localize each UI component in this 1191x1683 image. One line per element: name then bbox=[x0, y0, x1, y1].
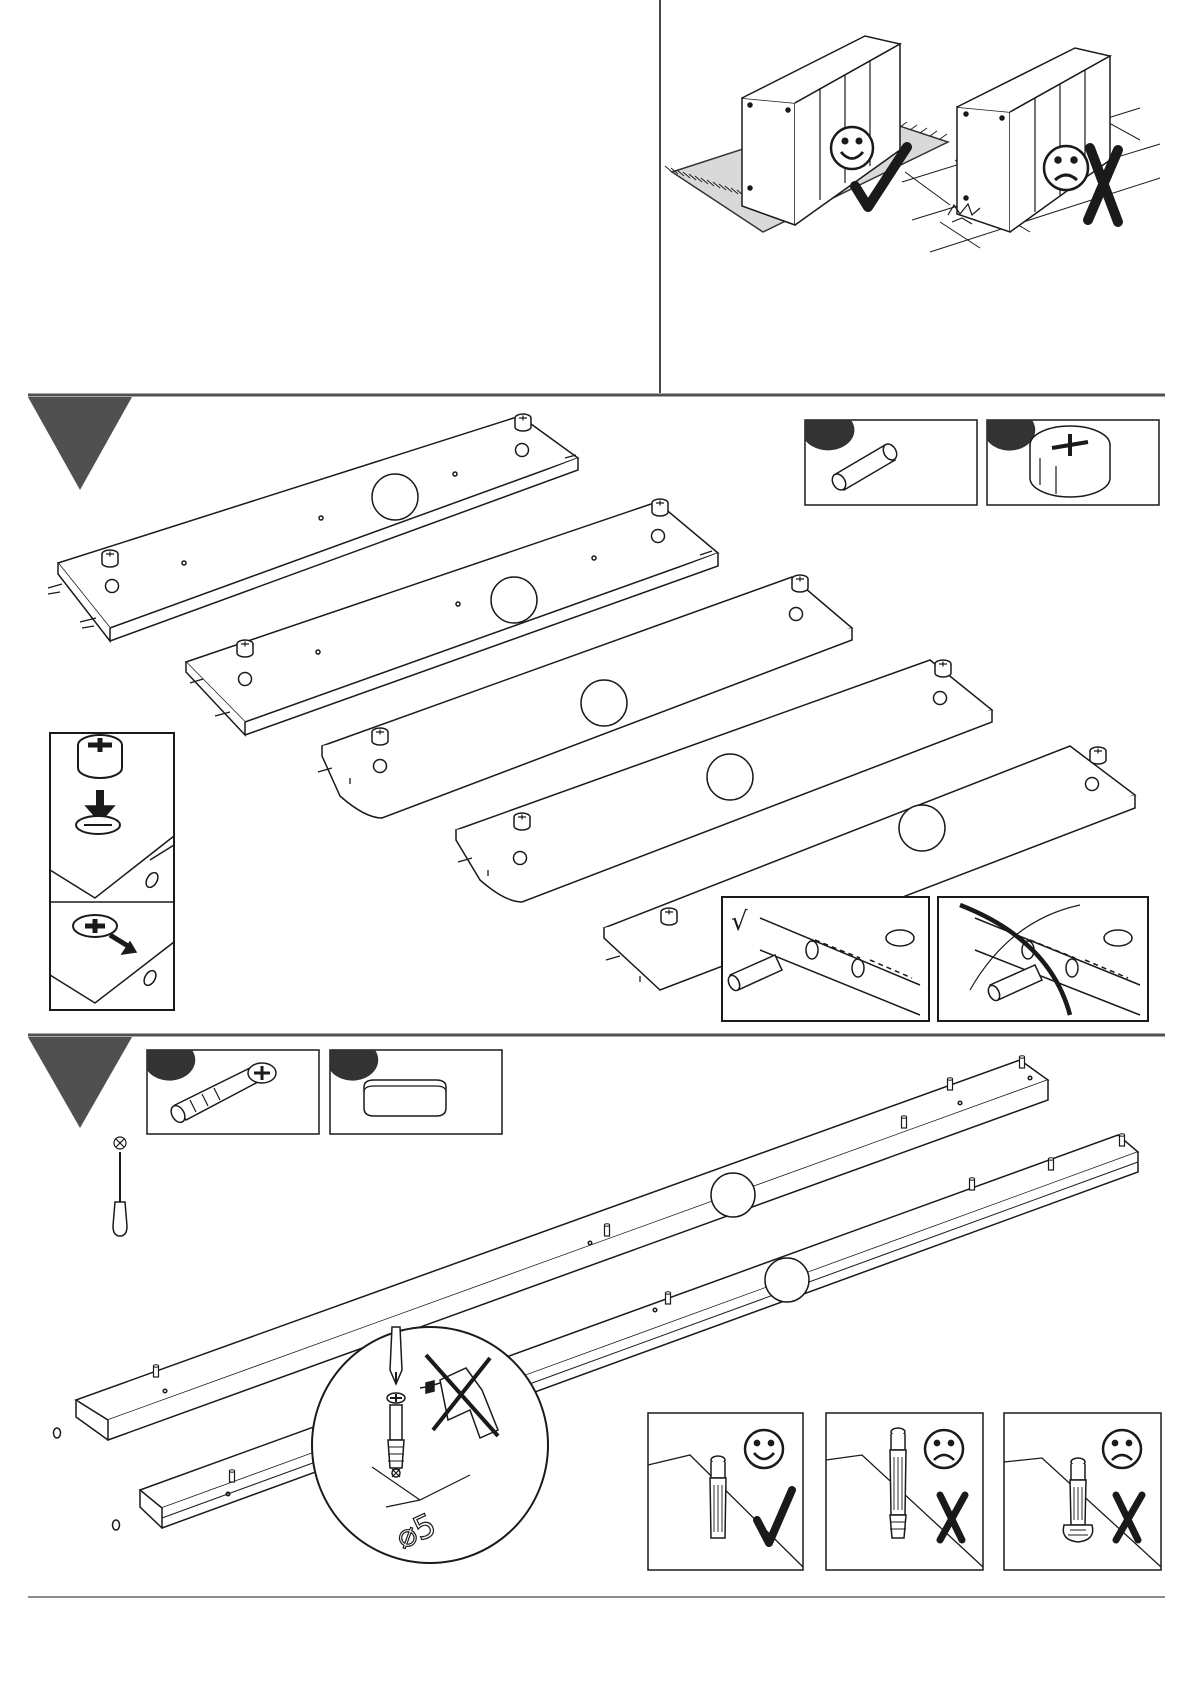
frowny-face-icon bbox=[1044, 146, 1088, 190]
part-box-cap bbox=[330, 1050, 502, 1134]
bolt-depth-correct bbox=[648, 1413, 803, 1570]
part-box-dowel bbox=[805, 420, 977, 505]
frowny-face-icon bbox=[1103, 1430, 1141, 1468]
correct-mark: √ bbox=[731, 907, 748, 937]
step-1-marker bbox=[28, 397, 132, 490]
bolt-depth-too-high bbox=[826, 1413, 983, 1570]
smiley-face-icon bbox=[745, 1430, 783, 1468]
screwdriver-tip-icon bbox=[390, 1327, 402, 1384]
cam-lock-icon bbox=[78, 735, 122, 778]
screwdriver-icon bbox=[113, 1137, 127, 1236]
frowny-face-icon bbox=[925, 1430, 963, 1468]
smiley-face-icon bbox=[831, 127, 873, 169]
cam-insert-inset bbox=[50, 733, 174, 1010]
part-box-cam-lock bbox=[987, 420, 1159, 505]
bolt-depth-too-low bbox=[1004, 1413, 1161, 1570]
dowel-correct-inset: √ bbox=[722, 897, 929, 1021]
bolt-install-detail: ⌀5 bbox=[312, 1327, 548, 1563]
step-2-marker bbox=[28, 1037, 132, 1128]
cam-bolt-icon bbox=[387, 1393, 405, 1468]
carpet-correct-illustration bbox=[665, 36, 948, 232]
dowel-wrong-inset bbox=[938, 897, 1148, 1021]
part-box-cam-bolt bbox=[147, 1050, 319, 1134]
